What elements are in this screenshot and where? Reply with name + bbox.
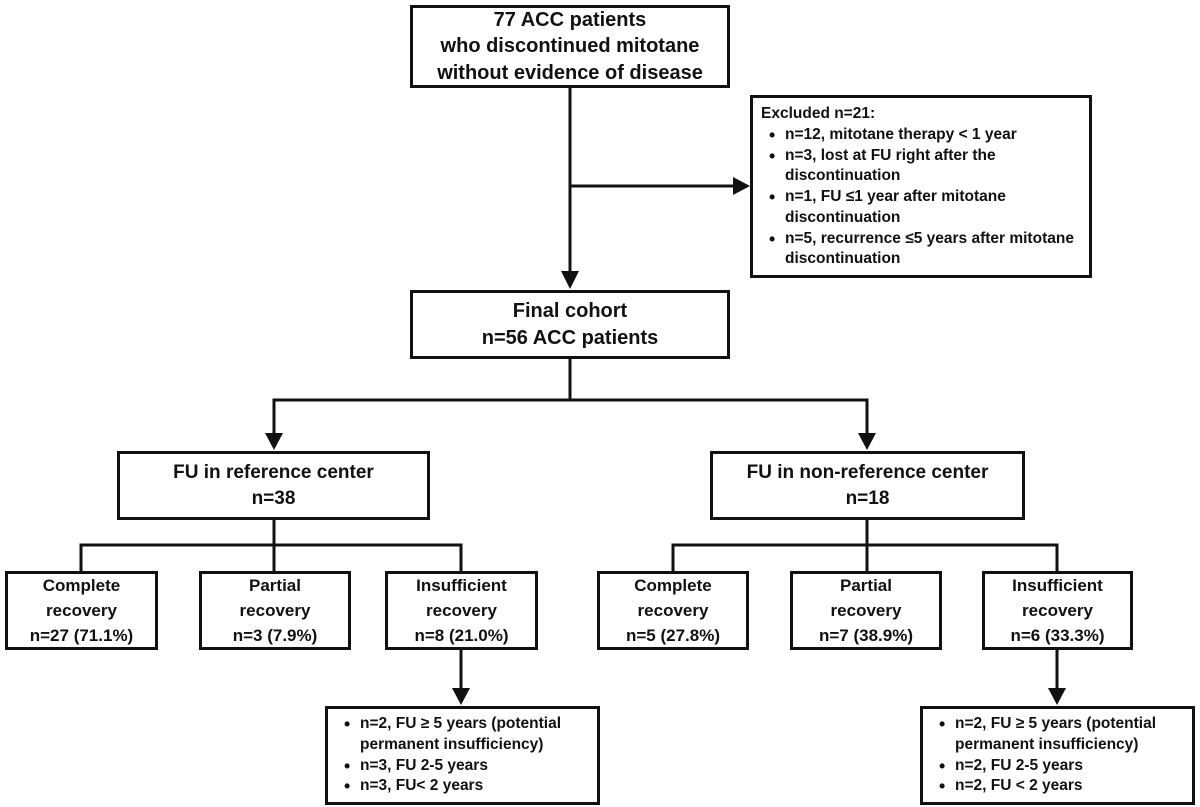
fu-reference-line: n=38 xyxy=(251,487,296,509)
insufficient-non-reference-detail-list: n=2, FU ≥ 5 years (potential permanent i… xyxy=(931,713,1184,799)
detail-bullet: n=2, FU ≥ 5 years (potential permanent i… xyxy=(336,713,589,756)
excluded-bullet: n=5, recurrence ≤5 years after mitotane … xyxy=(761,228,1081,271)
outcome-line: Complete xyxy=(634,575,712,595)
fu-reference-line: FU in reference center xyxy=(173,462,374,484)
insufficient-reference-detail-list: n=2, FU ≥ 5 years (potential permanent i… xyxy=(336,713,589,799)
outcome-count: n=27 (71.1%) xyxy=(29,626,134,646)
insufficient-reference-detail-box: n=2, FU ≥ 5 years (potential permanent i… xyxy=(325,706,600,805)
final-cohort-line: Final cohort xyxy=(512,300,628,323)
arrowhead-fu-non-reference xyxy=(858,433,876,450)
detail-bullet: n=2, FU ≥ 5 years (potential permanent i… xyxy=(931,713,1184,756)
fu-non-reference-box: FU in non-reference center n=18 xyxy=(710,451,1025,520)
top-patients-line: without evidence of disease xyxy=(437,61,703,84)
top-patients-line: 77 ACC patients xyxy=(493,8,647,31)
outcome-line: Insufficient xyxy=(1012,575,1103,595)
excluded-box: Excluded n=21: n=12, mitotane therapy < … xyxy=(750,95,1092,278)
arrowhead-final xyxy=(561,271,579,289)
connector-non-reference-tree xyxy=(671,518,1059,573)
detail-bullet: n=2, FU 2-5 years xyxy=(931,755,1184,779)
outcome-line: recovery xyxy=(637,600,709,620)
connector-final-split xyxy=(272,357,869,436)
excluded-title: Excluded n=21: xyxy=(761,105,876,122)
outcome-line: Partial xyxy=(840,575,892,595)
outcome-line: recovery xyxy=(1022,600,1093,620)
outcome-count: n=8 (21.0%) xyxy=(414,626,509,646)
partial-recovery-non-reference-box: Partial recovery n=7 (38.9%) xyxy=(790,571,942,650)
final-cohort-line: n=56 ACC patients xyxy=(481,326,659,349)
final-cohort-box: Final cohort n=56 ACC patients xyxy=(410,290,730,359)
outcome-line: recovery xyxy=(830,600,902,620)
excluded-bullet: n=12, mitotane therapy < 1 year xyxy=(761,124,1081,148)
partial-recovery-reference-box: Partial recovery n=3 (7.9%) xyxy=(199,571,351,650)
outcome-count: n=7 (38.9%) xyxy=(818,626,913,646)
excluded-bullet: n=3, lost at FU right after the disconti… xyxy=(761,145,1081,188)
outcome-line: recovery xyxy=(46,600,117,620)
outcome-count: n=6 (33.3%) xyxy=(1010,626,1105,646)
outcome-line: Insufficient xyxy=(416,575,507,595)
complete-recovery-non-reference-box: Complete recovery n=5 (27.8%) xyxy=(597,571,749,650)
fu-non-reference-line: n=18 xyxy=(845,487,890,509)
arrowhead-fu-reference xyxy=(265,433,283,450)
detail-bullet: n=3, FU< 2 years xyxy=(336,775,589,799)
arrowhead-detail-reference xyxy=(452,688,470,705)
detail-bullet: n=2, FU < 2 years xyxy=(931,775,1184,799)
detail-bullet: n=3, FU 2-5 years xyxy=(336,755,589,779)
fu-non-reference-line: FU in non-reference center xyxy=(746,462,989,484)
insufficient-recovery-non-reference-box: Insufficient recovery n=6 (33.3%) xyxy=(982,571,1133,650)
insufficient-non-reference-detail-box: n=2, FU ≥ 5 years (potential permanent i… xyxy=(920,706,1195,805)
excluded-bullet: n=1, FU ≤1 year after mitotane discontin… xyxy=(761,186,1081,229)
arrowhead-excluded xyxy=(733,177,750,195)
outcome-count: n=3 (7.9%) xyxy=(232,626,318,646)
top-patients-box: 77 ACC patients who discontinued mitotan… xyxy=(410,5,730,88)
excluded-bullet-list: n=12, mitotane therapy < 1 year n=3, los… xyxy=(761,124,1081,271)
outcome-line: Complete xyxy=(42,575,121,595)
insufficient-recovery-reference-box: Insufficient recovery n=8 (21.0%) xyxy=(385,571,538,650)
complete-recovery-reference-box: Complete recovery n=27 (71.1%) xyxy=(5,571,158,650)
outcome-count: n=5 (27.8%) xyxy=(625,626,720,646)
outcome-line: Partial xyxy=(249,575,301,595)
arrowhead-detail-non-reference xyxy=(1048,688,1066,705)
top-patients-line: who discontinued mitotane xyxy=(440,35,700,58)
fu-reference-box: FU in reference center n=38 xyxy=(117,451,430,520)
connector-reference-tree xyxy=(79,518,463,573)
outcome-line: recovery xyxy=(426,600,497,620)
outcome-line: recovery xyxy=(239,600,311,620)
